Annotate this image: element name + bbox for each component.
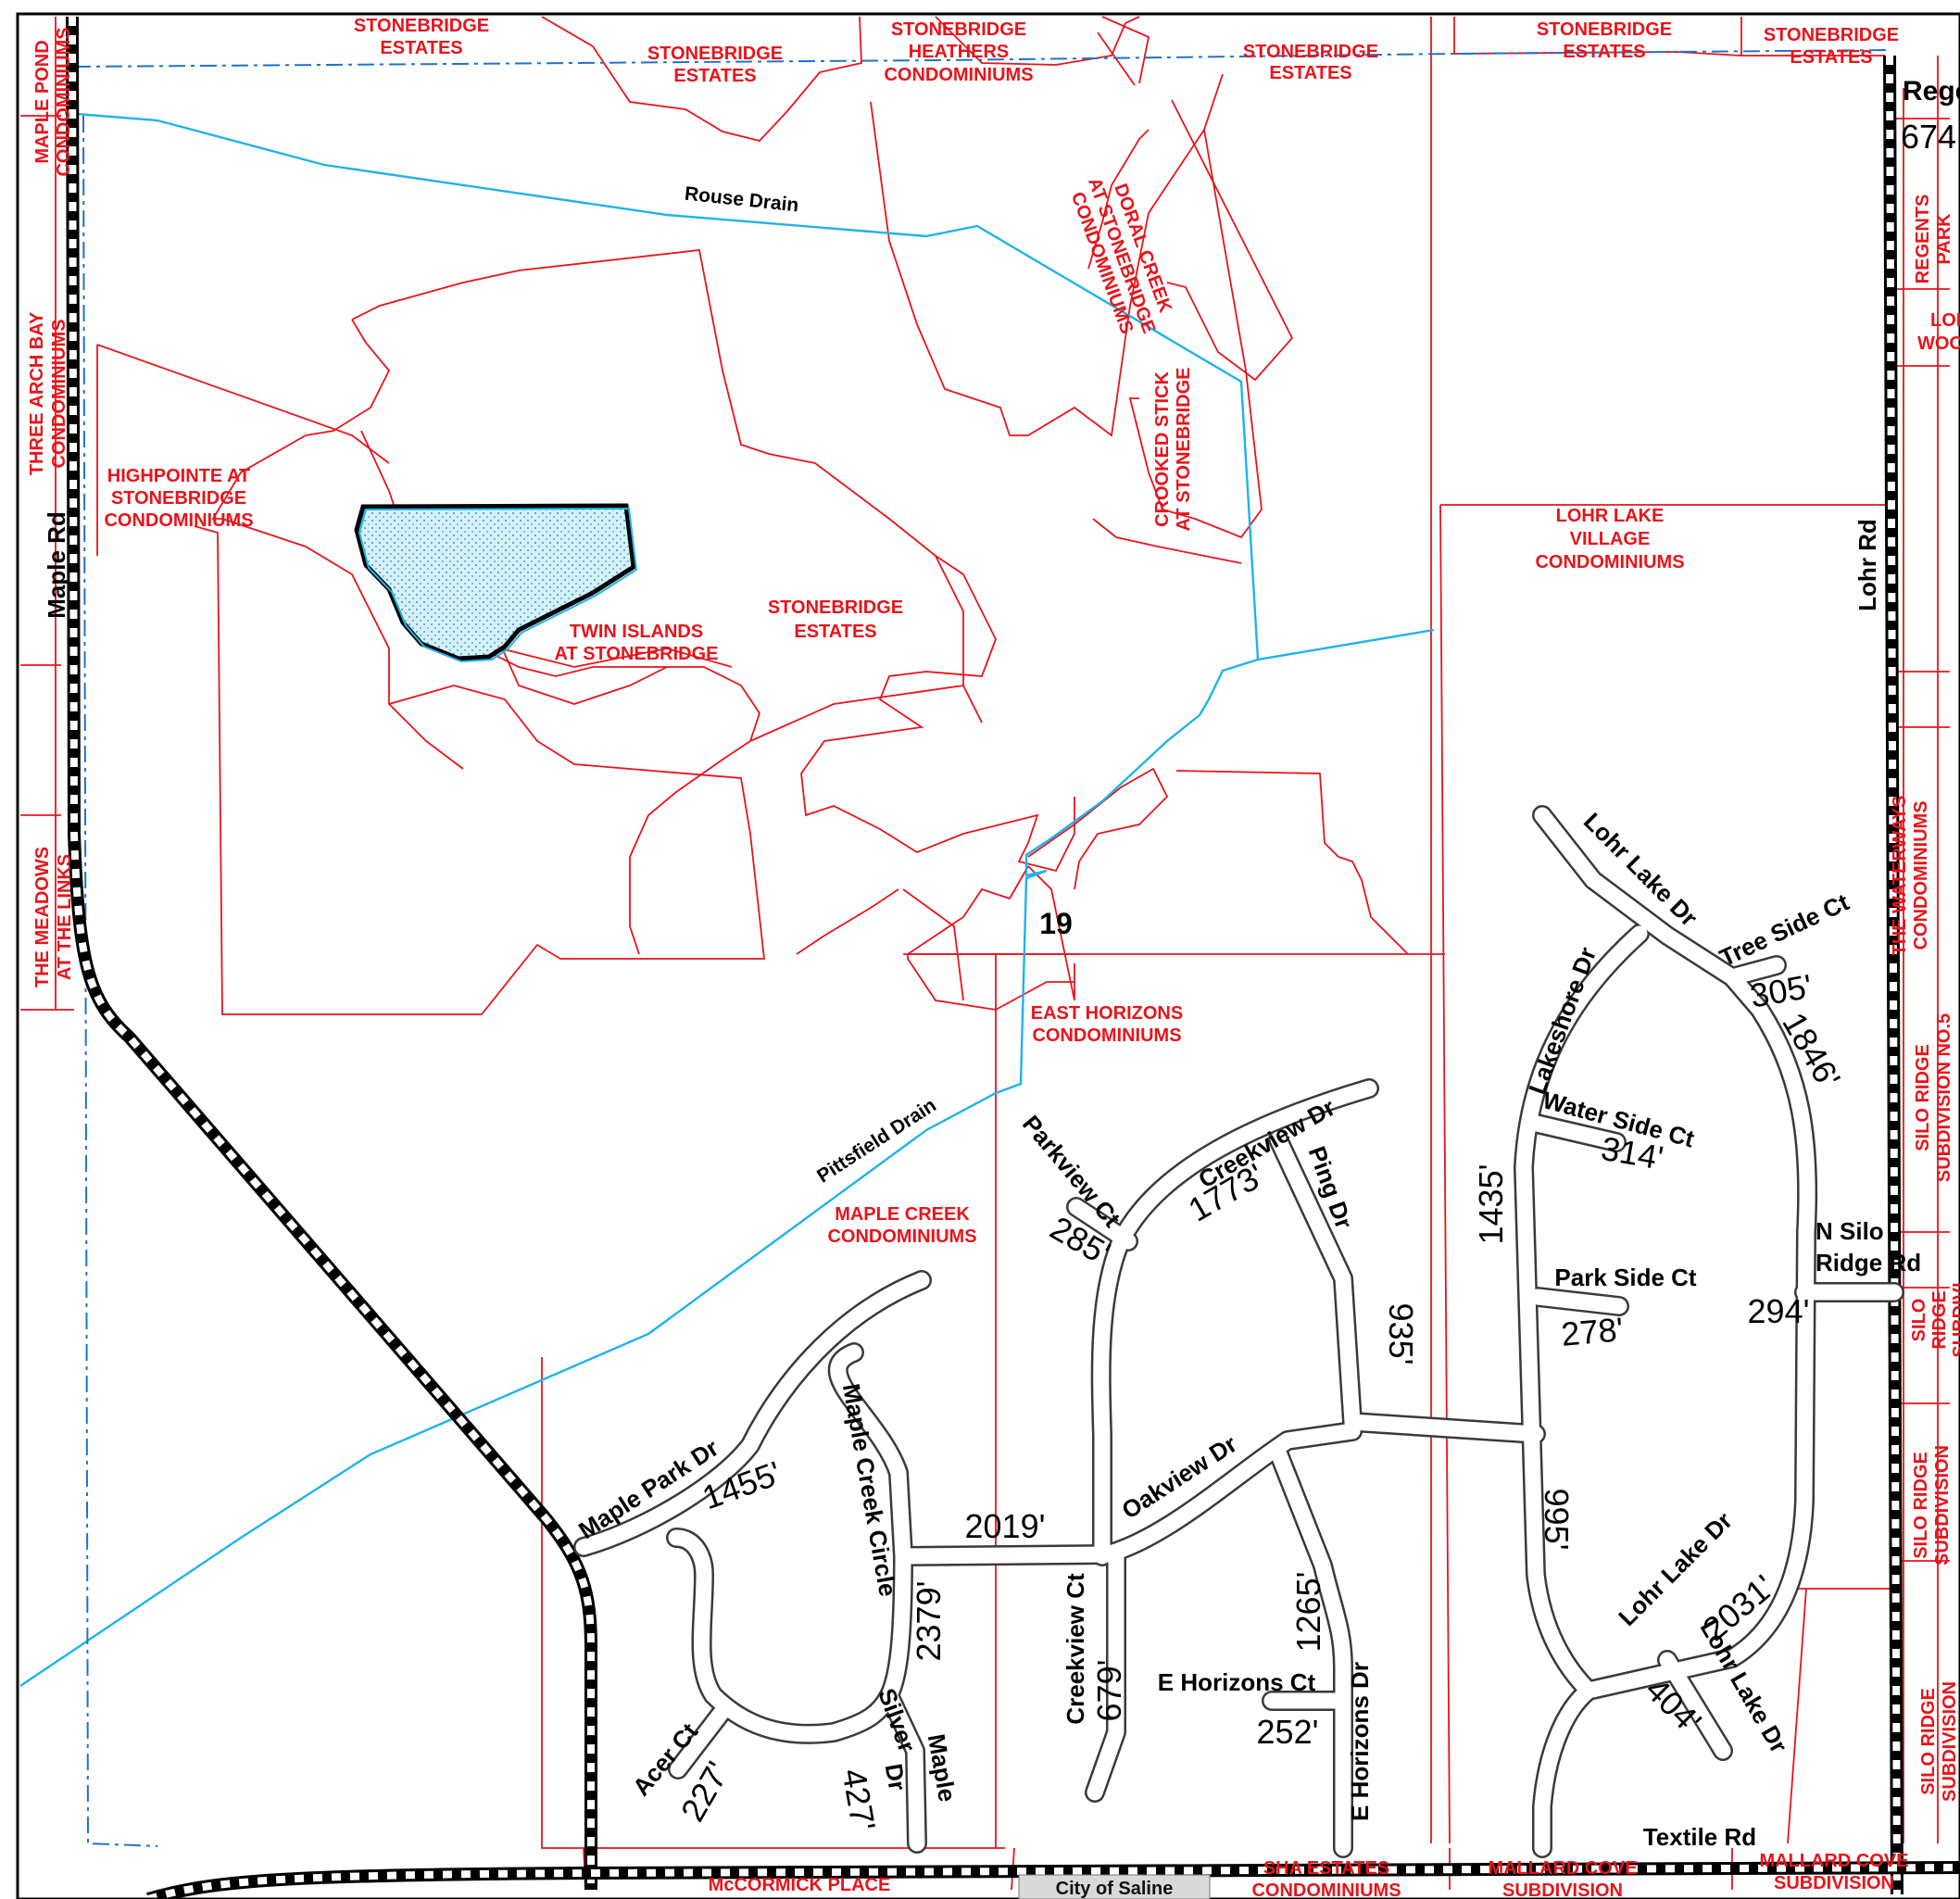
label-silo-mid-c: SUBDIVI <box>1950 1282 1960 1357</box>
label-textile-rd: Textile Rd <box>1643 1823 1756 1851</box>
label-silo-mid-b: RIDGE <box>1929 1290 1950 1349</box>
label-sha-estates-a: SHA ESTATES <box>1263 1858 1389 1879</box>
label-waterways-a: THE WATERWAYS <box>1890 796 1910 956</box>
label-city-of-saline: City of Saline <box>1056 1879 1174 1899</box>
major-roads <box>66 16 1960 1899</box>
label-creekview-ct: Creekview Ct <box>1062 1573 1089 1725</box>
drains <box>19 111 1435 1687</box>
length-e-horizons: 1265' <box>1289 1572 1327 1653</box>
label-mallard-1a: MALLARD COVE <box>1488 1858 1637 1879</box>
label-silo-mid-a: SILO <box>1909 1299 1929 1342</box>
section-number: 19 <box>1039 907 1073 940</box>
label-regents-a: REGENTS <box>1913 195 1933 284</box>
label-crooked-b: AT STONEBRIDGE <box>1174 367 1194 531</box>
rouse-drain-line <box>64 111 1435 661</box>
label-silo5-b: SUBDIVISION NO.5 <box>1934 1013 1954 1182</box>
length-lohr-lake-west: 995' <box>1538 1489 1576 1551</box>
length-n-silo: 294' <box>1748 1292 1810 1330</box>
label-silo-bot-a: SILO RIDGE <box>1918 1688 1939 1795</box>
section-boundary <box>73 49 1891 1847</box>
label-stonebridge-estates-1b: ESTATES <box>380 38 462 58</box>
length-lakeshore: 1435' <box>1472 1164 1510 1245</box>
label-sha-estates-b: CONDOMINIUMS <box>1251 1880 1401 1899</box>
label-silo-bot-b: SUBDIVISION <box>1940 1681 1960 1802</box>
label-e-horizons-dr: E Horizons Dr <box>1346 1662 1374 1821</box>
label-lohr-lake-village-a: LOHR LAKE <box>1556 506 1665 526</box>
label-waterways-b: CONDOMINIUMS <box>1911 800 1931 950</box>
length-ping-dr: 935' <box>1382 1303 1420 1365</box>
label-mallard-1b: SUBDIVISION <box>1502 1880 1623 1899</box>
label-silo5-a: SILO RIDGE <box>1913 1044 1933 1151</box>
label-three-arch-bay-a: THREE ARCH BAY <box>27 311 47 475</box>
label-silo-low-a: SILO RIDGE <box>1911 1452 1931 1559</box>
label-maple-pond-a: MAPLE POND <box>32 40 53 163</box>
label-dr: Dr <box>880 1762 912 1793</box>
length-creekview-ct: 679' <box>1090 1660 1128 1722</box>
label-heathers-c: CONDOMINIUMS <box>884 65 1033 85</box>
label-east-horizons-b: CONDOMINIUMS <box>1032 1025 1181 1046</box>
label-stonebridge-estates-4b: ESTATES <box>1563 42 1645 62</box>
length-park-side-ct: 278' <box>1560 1310 1625 1353</box>
label-stonebridge-estates-2a: STONEBRIDGE <box>647 44 783 64</box>
length-e-horizons-ct: 252' <box>1257 1713 1319 1751</box>
label-stonebridge-estates-6a: STONEBRIDGE <box>768 597 903 618</box>
label-stonebridge-estates-1a: STONEBRIDGE <box>354 16 489 36</box>
label-crooked-a: CROOKED STICK <box>1152 371 1173 527</box>
label-n-silo: N Silo <box>1816 1217 1884 1245</box>
label-meadows-b: AT THE LINKS <box>55 854 75 980</box>
label-park-side-ct: Park Side Ct <box>1554 1264 1697 1291</box>
label-highpointe-a: HIGHPOINTE AT <box>107 466 250 486</box>
label-stonebridge-estates-5b: ESTATES <box>1790 47 1872 68</box>
label-stonebridge-estates-5a: STONEBRIDGE <box>1764 25 1899 45</box>
label-twin-islands-b: AT STONEBRIDGE <box>554 644 718 664</box>
label-three-arch-bay-b: CONDOMINIUMS <box>49 319 69 468</box>
label-mallard-2b: SUBDIVISION <box>1774 1873 1894 1893</box>
label-silo-low-b: SUBDIVISION <box>1932 1445 1953 1566</box>
label-regents-road-cut: Rege <box>1903 76 1960 107</box>
length-oakview: 2019' <box>965 1507 1046 1545</box>
label-maple-creek-a: MAPLE CREEK <box>835 1204 970 1225</box>
label-lohr-lake-village-b: VILLAGE <box>1570 529 1651 549</box>
label-mallard-2a: MALLARD COVE <box>1759 1851 1908 1871</box>
label-stonebridge-estates-4a: STONEBRIDGE <box>1537 19 1672 40</box>
label-stonebridge-estates-3a: STONEBRIDGE <box>1243 42 1378 62</box>
label-maple-creek-b: CONDOMINIUMS <box>827 1226 976 1247</box>
road-fill <box>575 807 1903 1856</box>
label-meadows-a: THE MEADOWS <box>32 847 53 987</box>
label-heathers-a: STONEBRIDGE <box>891 19 1026 40</box>
label-stonebridge-estates-2b: ESTATES <box>673 66 756 86</box>
pittsfield-drain-line <box>19 658 1259 1687</box>
label-stonebridge-estates-3b: ESTATES <box>1269 63 1351 83</box>
local-roads <box>573 805 1904 1858</box>
label-highpointe-c: CONDOMINIUMS <box>104 510 253 531</box>
label-lohr-woods-a: LOHR <box>1930 310 1960 331</box>
label-ridge-rd: Ridge Rd <box>1816 1249 1921 1276</box>
label-mccormick-place: McCORMICK PLACE <box>709 1875 891 1895</box>
label-regents-length-cut: 674 <box>1901 118 1956 156</box>
label-maple-rd: Maple Rd <box>43 511 70 619</box>
length-maple-creek: 2379' <box>910 1581 948 1662</box>
label-e-horizons-ct: E Horizons Ct <box>1158 1668 1316 1696</box>
label-twin-islands-a: TWIN ISLANDS <box>570 622 703 642</box>
label-stonebridge-estates-6b: ESTATES <box>794 622 876 642</box>
label-regents-b: PARK <box>1934 213 1954 265</box>
label-heathers-b: HEATHERS <box>909 42 1010 62</box>
label-maple-pond-b: CONDOMINIUMS <box>54 27 74 176</box>
label-east-horizons-a: EAST HORIZONS <box>1031 1003 1183 1024</box>
parcel-lines <box>20 16 1950 1891</box>
label-lohr-lake-village-c: CONDOMINIUMS <box>1535 552 1684 572</box>
label-lohr-rd: Lohr Rd <box>1853 519 1881 611</box>
label-highpointe-b: STONEBRIDGE <box>111 488 246 509</box>
label-lohr-woods-b: WOOD <box>1917 333 1960 354</box>
